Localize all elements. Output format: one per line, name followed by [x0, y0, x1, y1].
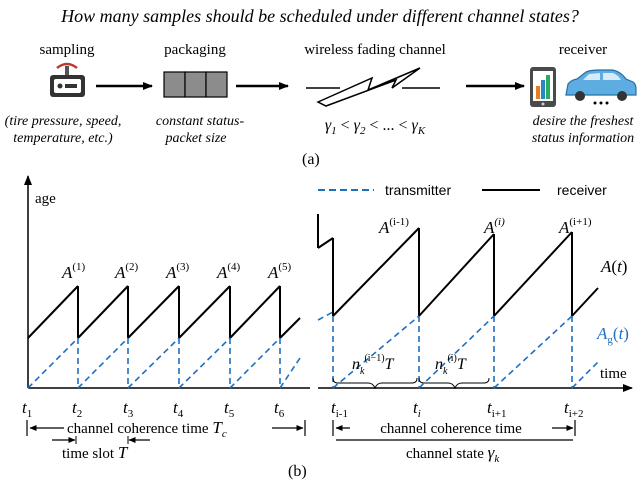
svg-text:channel coherence time Tc: channel coherence time Tc [67, 418, 227, 440]
svg-text:A(i-1): A(i-1) [378, 216, 409, 237]
figure-title: How many samples should be scheduled und… [60, 6, 579, 26]
phone-icon [530, 67, 556, 107]
svg-text:t1: t1 [22, 398, 32, 420]
receiver-segment [127, 285, 180, 339]
tick-labels-right: ti-1 ti ti+1 ti+2 [331, 398, 584, 420]
svg-text:t5: t5 [224, 398, 235, 420]
coherence-time-right: channel coherence time [332, 420, 576, 437]
svg-text:t3: t3 [123, 398, 134, 420]
svg-text:t2: t2 [72, 398, 82, 420]
receiver-segment [178, 285, 231, 339]
transmitter-segment [178, 337, 231, 389]
tick-labels-left: t1 t2 t3 t4 t5 t6 [22, 398, 285, 420]
svg-text:ti-1: ti-1 [331, 398, 348, 420]
svg-text:nk(i)T: nk(i)T [435, 353, 467, 377]
age-curves [27, 214, 599, 389]
svg-text:A(3): A(3) [165, 261, 190, 282]
receiver-label: receiver [559, 42, 607, 58]
sensor-icon [50, 62, 85, 97]
car-icon [565, 69, 637, 105]
transmitter-segment [332, 315, 420, 389]
svg-text:time slot T: time slot T [62, 443, 129, 462]
packet-boxes [163, 71, 228, 98]
caption-b: (b) [288, 463, 307, 480]
n-brace-1: nk(i−1)T [332, 353, 418, 390]
transmitter-segment [127, 337, 180, 389]
curve-receiver-label: A(t) [600, 257, 627, 276]
sampling-label: sampling [40, 42, 95, 58]
receiver-segment [279, 317, 301, 339]
fading-channel-lightning [306, 67, 440, 107]
svg-text:A(4): A(4) [216, 261, 241, 282]
svg-text:A(2): A(2) [114, 261, 139, 282]
caption-a: (a) [302, 151, 320, 168]
svg-text:ti+2: ti+2 [564, 398, 584, 420]
svg-text:nk(i−1)T: nk(i−1)T [352, 353, 395, 377]
receiver-segment [493, 231, 573, 317]
y-axis-label: age [35, 191, 56, 207]
n-brace-2: nk(i)T [418, 353, 490, 390]
channel-state-span: channel state γk [336, 439, 573, 465]
svg-text:t6: t6 [274, 398, 285, 420]
svg-text:ti+1: ti+1 [487, 398, 507, 420]
svg-text:A(5): A(5) [267, 261, 292, 282]
transmitter-segment [493, 315, 573, 389]
receiver-segment [77, 285, 129, 339]
transmitter-segment [229, 337, 281, 389]
svg-text:channel coherence time: channel coherence time [380, 421, 522, 437]
transmitter-segment [279, 357, 301, 389]
packaging-caption-line-1: constant status- [156, 114, 245, 129]
svg-text:A(i+1): A(i+1) [558, 216, 592, 237]
svg-text:channel state γk: channel state γk [406, 443, 500, 465]
peak-labels-left: A(1) A(2) A(3) A(4) A(5) [61, 261, 292, 282]
peak-labels-right: A(i-1) A(i) A(i+1) [378, 216, 592, 237]
receiver-segment [229, 285, 281, 339]
gamma-relation: γ1 < γ2 < ... < γK [325, 117, 426, 137]
transmitter-segment [418, 315, 495, 389]
curve-transmitter-label: Ag(t) [596, 324, 629, 346]
time-slot-marker: time slot T [52, 436, 150, 462]
receiver-segment [317, 237, 334, 249]
receiver-caption-line-2: status information [532, 131, 634, 146]
transmitter-segment [77, 337, 129, 389]
legend-transmitter-label: transmitter [385, 182, 451, 198]
svg-text:A(1): A(1) [61, 261, 86, 282]
transmitter-segment [571, 361, 599, 389]
channel-label: wireless fading channel [304, 42, 446, 58]
receiver-segment [27, 285, 79, 339]
packaging-caption-line-2: packet size [164, 131, 226, 146]
receiver-caption-line-1: desire the freshest [533, 114, 635, 129]
svg-text:A(i): A(i) [483, 216, 505, 237]
sampling-caption-line-2: temperature, etc.) [13, 131, 113, 146]
svg-text:t4: t4 [173, 398, 184, 420]
x-axis-label: time [600, 366, 627, 382]
transmitter-segment [317, 311, 334, 321]
legend-receiver-label: receiver [557, 182, 607, 198]
receiver-segment [418, 233, 495, 317]
transmitter-segment [27, 337, 79, 389]
svg-text:ti: ti [413, 398, 421, 420]
coherence-time-left: channel coherence time Tc [26, 418, 306, 440]
packaging-label: packaging [164, 42, 226, 58]
receiver-segment [332, 227, 420, 317]
receiver-segment [571, 287, 599, 317]
sampling-caption-line-1: (tire pressure, speed, [5, 114, 122, 129]
